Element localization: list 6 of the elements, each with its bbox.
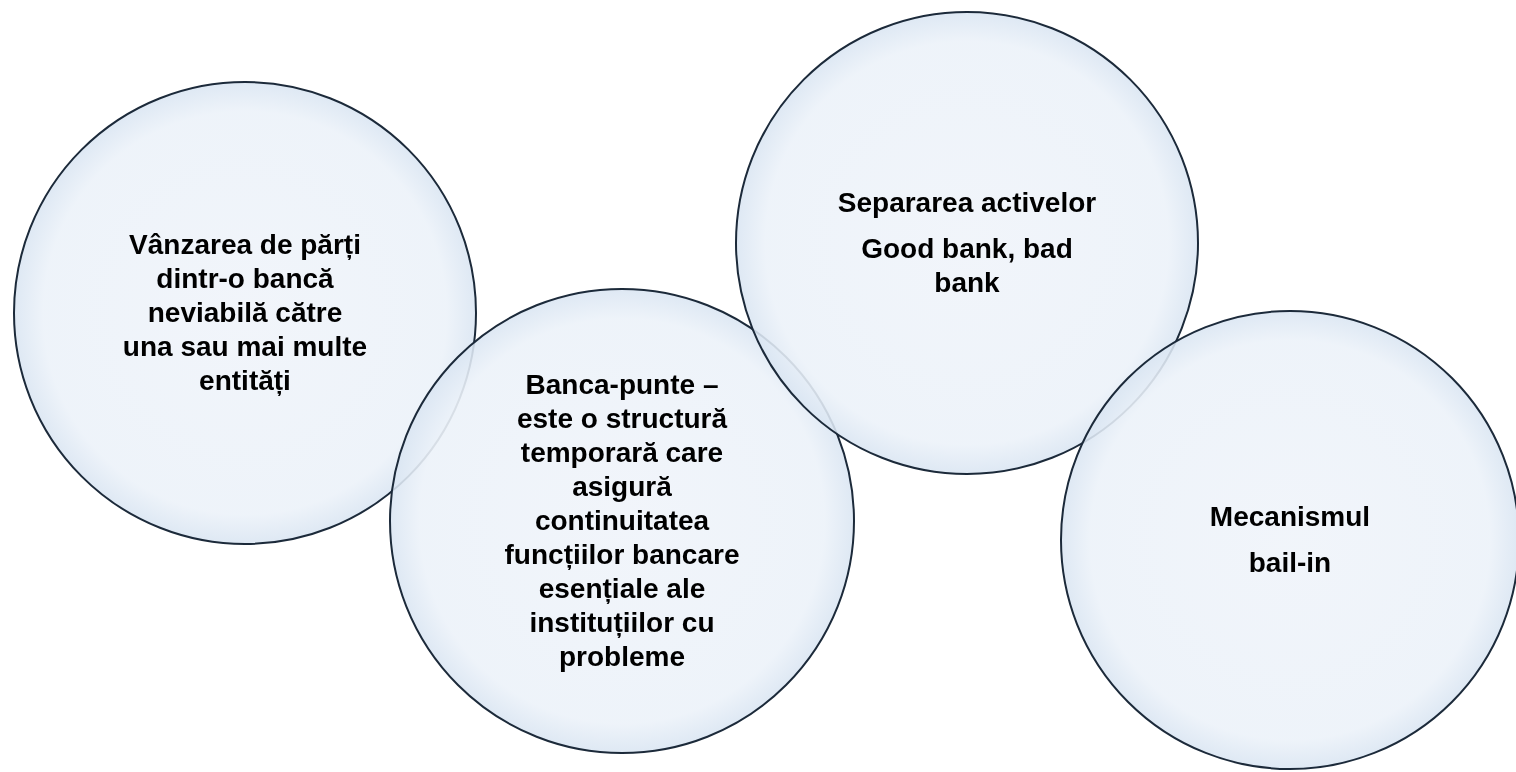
node-text: Good bank, bad bank xyxy=(860,232,1074,300)
node-text: Banca-punte – este o structură temporară care asigură continuitatea funcțiilor bancare esențiale ale instituțiilor cu probleme xyxy=(503,368,741,674)
node-text: bail-in xyxy=(1248,546,1332,580)
node-text: Vânzarea de părți dintr-o bancă neviabilă către una sau mai multe entități xyxy=(121,228,369,398)
node-text: Separarea activelor xyxy=(837,186,1097,220)
node-text: Mecanismul xyxy=(1209,500,1371,534)
